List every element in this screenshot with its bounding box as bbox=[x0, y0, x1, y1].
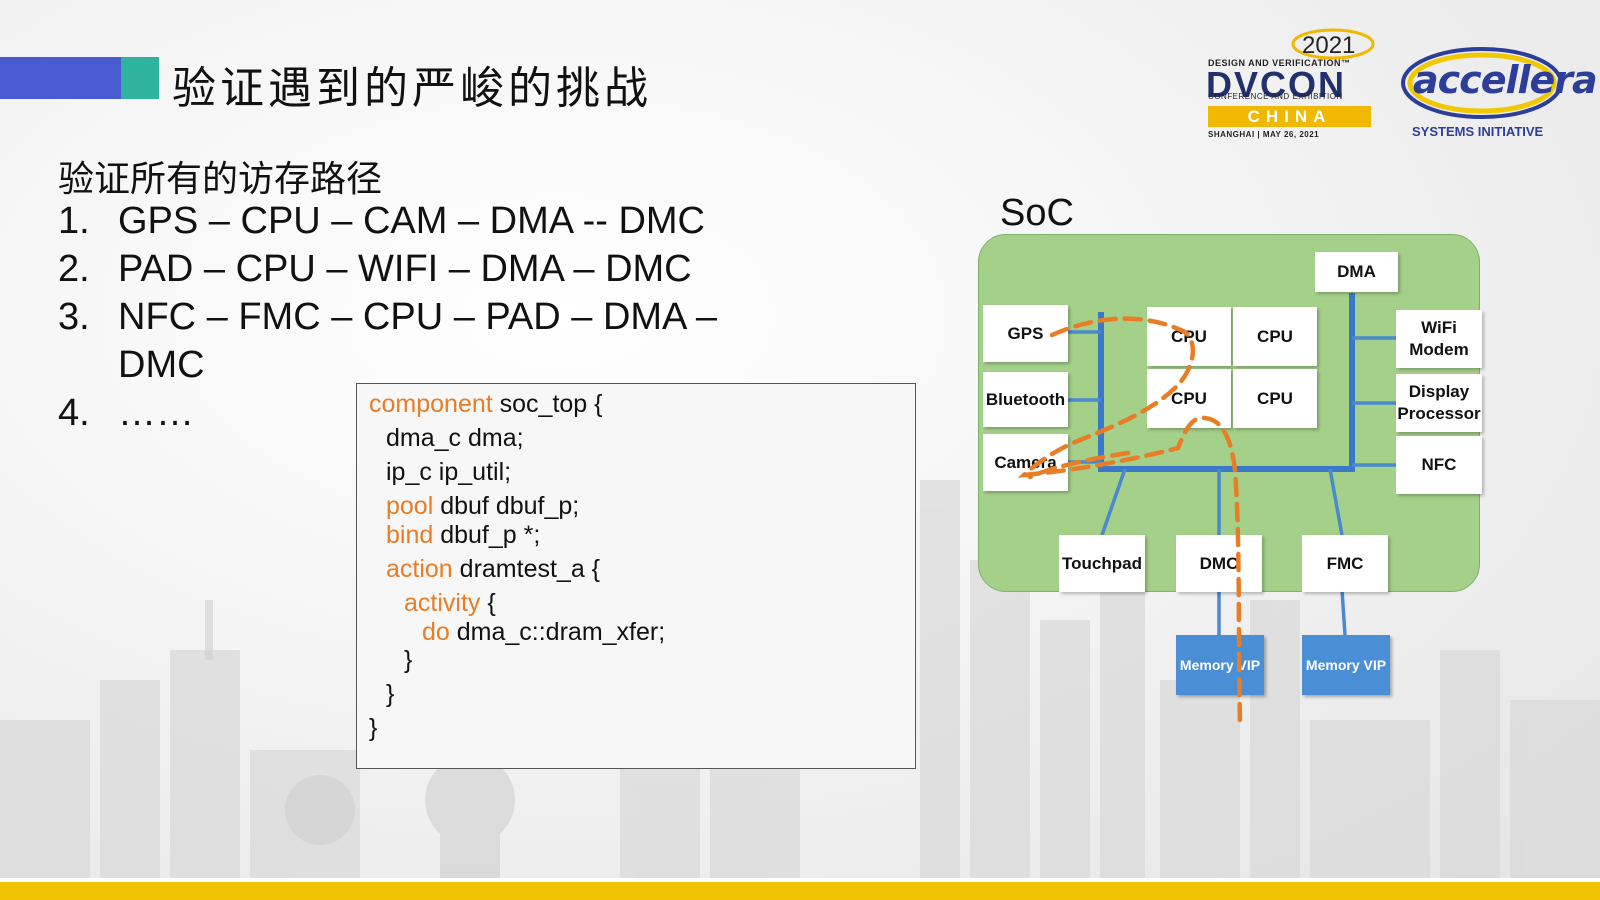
code-keyword: activity bbox=[404, 589, 481, 617]
dvcon-location: SHANGHAI | MAY 26, 2021 bbox=[1208, 130, 1320, 139]
code-keyword: pool bbox=[386, 492, 434, 520]
code-keyword: action bbox=[386, 555, 453, 583]
pss-code-box: component soc_top { dma_c dma; ip_c ip_u… bbox=[356, 383, 916, 769]
path-text: GPS – CPU – CAM – DMA -- DMC bbox=[118, 200, 705, 242]
dvcon-year: 2021 bbox=[1302, 32, 1356, 59]
code-text: dbuf dbuf_p; bbox=[433, 492, 580, 520]
block-cpu: CPU bbox=[1147, 307, 1231, 366]
code-line: } bbox=[404, 646, 413, 674]
path-number: 1. bbox=[58, 200, 90, 242]
accellera-ring-icon bbox=[1401, 47, 1563, 119]
code-line: action dramtest_a { bbox=[386, 555, 600, 584]
code-keyword: bind bbox=[386, 521, 434, 549]
title-accent-blue bbox=[0, 57, 121, 99]
block-display-processor: Display Processor bbox=[1396, 374, 1482, 432]
code-line: do dma_c::dram_xfer; bbox=[422, 618, 665, 647]
path-item: 3. NFC – FMC – CPU – PAD – DMA – bbox=[58, 296, 717, 339]
bottom-accent-bar bbox=[0, 882, 1600, 900]
code-line: bind dbuf_p *; bbox=[386, 521, 540, 550]
accellera-subtitle: SYSTEMS INITIATIVE bbox=[1412, 124, 1544, 139]
code-text: dbuf_p *; bbox=[433, 521, 541, 549]
block-nfc: NFC bbox=[1396, 436, 1482, 494]
block-memory-vip: Memory VIP bbox=[1176, 635, 1264, 695]
code-line: component soc_top { bbox=[369, 390, 603, 419]
block-cpu: CPU bbox=[1233, 307, 1317, 366]
path-item: 2. PAD – CPU – WIFI – DMA – DMC bbox=[58, 248, 692, 291]
code-line: dma_c dma; bbox=[386, 424, 524, 452]
code-line: pool dbuf dbuf_p; bbox=[386, 492, 579, 521]
path-number: 4. bbox=[58, 392, 90, 434]
code-text: dramtest_a { bbox=[452, 555, 601, 583]
block-cpu: CPU bbox=[1147, 369, 1231, 428]
slide-title: 验证遇到的严峻的挑战 bbox=[172, 63, 652, 114]
path-text: …… bbox=[118, 392, 194, 434]
block-camera: Camera bbox=[983, 434, 1068, 491]
section-heading: 验证所有的访存路径 bbox=[58, 159, 383, 200]
code-keyword: component bbox=[369, 390, 493, 418]
path-text: NFC – FMC – CPU – PAD – DMA – bbox=[118, 296, 717, 338]
code-keyword: do bbox=[422, 618, 450, 646]
path-item: 4. …… bbox=[58, 392, 194, 435]
block-wifi-modem: WiFi Modem bbox=[1396, 310, 1482, 368]
code-line: ip_c ip_util; bbox=[386, 458, 512, 486]
bottom-strip bbox=[0, 878, 1600, 882]
block-touchpad: Touchpad bbox=[1059, 535, 1145, 592]
dvcon-swoosh-icon bbox=[1291, 28, 1375, 60]
dvcon-region: CHINA bbox=[1208, 106, 1371, 127]
code-line: } bbox=[369, 714, 378, 742]
title-accent-teal bbox=[121, 57, 159, 99]
block-gps: GPS bbox=[983, 305, 1068, 362]
path-item-continued: DMC bbox=[118, 344, 205, 387]
block-cpu: CPU bbox=[1233, 369, 1317, 428]
code-text: soc_top { bbox=[492, 390, 603, 418]
block-dmc: DMC bbox=[1176, 535, 1262, 592]
accellera-wordmark: accellera bbox=[1413, 58, 1598, 102]
dvcon-wordmark: DVCON bbox=[1206, 64, 1347, 105]
soc-label: SoC bbox=[1000, 192, 1074, 234]
block-fmc: FMC bbox=[1302, 535, 1388, 592]
path-number: 2. bbox=[58, 248, 90, 290]
path-number: 3. bbox=[58, 296, 90, 338]
code-line: } bbox=[386, 680, 395, 708]
code-text: dma_c::dram_xfer; bbox=[449, 618, 666, 646]
code-line: activity { bbox=[404, 589, 496, 618]
path-text: PAD – CPU – WIFI – DMA – DMC bbox=[118, 248, 692, 290]
dvcon-tagline: DESIGN AND VERIFICATION™ bbox=[1208, 58, 1351, 68]
code-text: { bbox=[480, 589, 496, 617]
path-item: 1. GPS – CPU – CAM – DMA -- DMC bbox=[58, 200, 705, 243]
path-text: DMC bbox=[118, 344, 205, 386]
block-bluetooth: Bluetooth bbox=[983, 372, 1068, 427]
dvcon-conference: CONFERENCE AND EXHIBITION bbox=[1208, 92, 1343, 101]
block-dma: DMA bbox=[1315, 252, 1398, 292]
block-memory-vip: Memory VIP bbox=[1302, 635, 1390, 695]
